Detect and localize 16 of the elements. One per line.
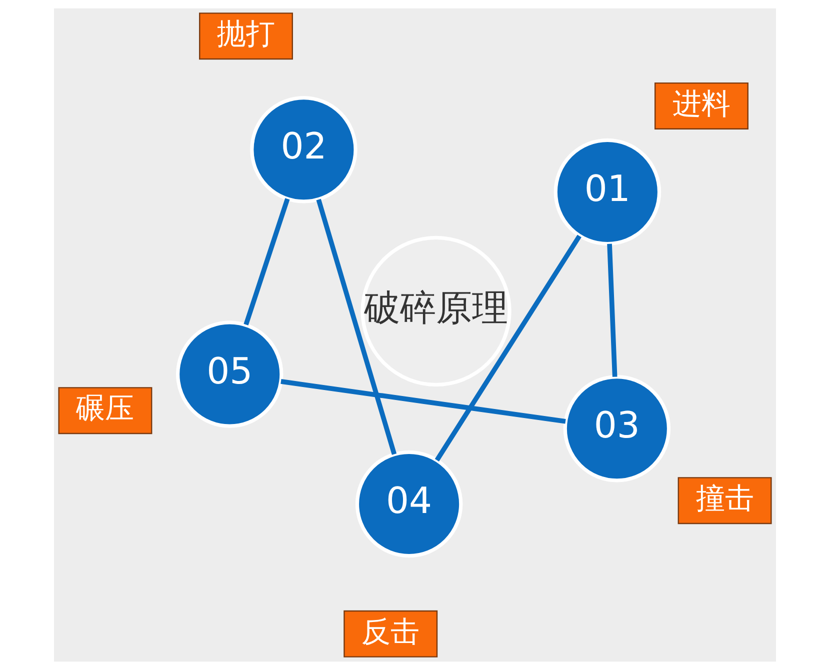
- node-label: 抛打: [217, 16, 276, 51]
- node-circle: 04: [355, 450, 463, 558]
- connector: [316, 198, 397, 455]
- node-circle: 05: [176, 320, 284, 428]
- node-label: 撞击: [696, 481, 754, 516]
- node-circle: 03: [563, 375, 671, 482]
- connector: [607, 244, 618, 377]
- node-circle: 02: [250, 96, 358, 204]
- node-label: 反击: [362, 614, 420, 648]
- node-label: 碾压: [76, 391, 134, 426]
- node-circle: 破碎原理: [360, 236, 512, 386]
- connector: [244, 198, 290, 326]
- connector: [434, 234, 582, 462]
- connector: [280, 379, 566, 424]
- node-circle: 01: [554, 138, 662, 246]
- node-label: 进料: [672, 86, 730, 120]
